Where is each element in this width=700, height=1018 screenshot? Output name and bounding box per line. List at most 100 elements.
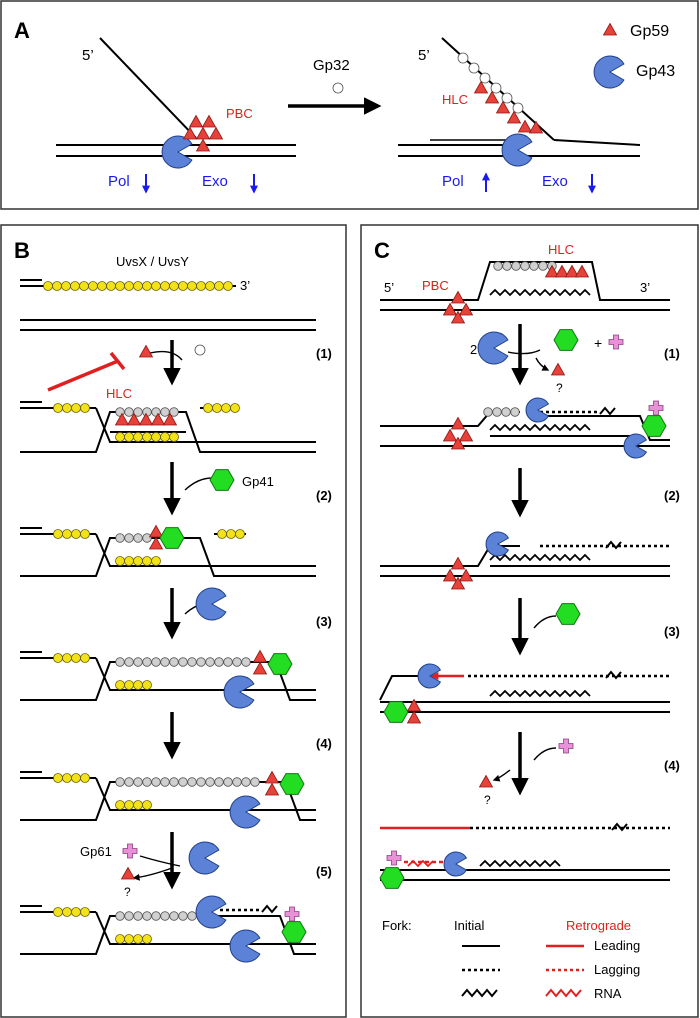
c-state-4: [379, 822, 670, 889]
c-state-3: [379, 663, 670, 724]
b-state-2: [20, 525, 316, 577]
legend-gp59: Gp59: [630, 23, 669, 40]
c-two: 2: [470, 342, 477, 357]
fork-legend: Fork: Initial Retrograde Leading Lagging…: [382, 918, 640, 1001]
gp59-triangle-icon: [443, 417, 473, 450]
gp59-triangle-icon: [443, 557, 473, 590]
b-step-5: (5): [316, 864, 332, 879]
b-state-1: HLC: [20, 386, 316, 453]
gp41-hexagon-icon: [279, 773, 305, 795]
legend-initial: Initial: [454, 918, 484, 933]
legend-leading: Leading: [594, 938, 640, 953]
inhibition-bar-icon: [47, 359, 119, 392]
panel-c: C HLC PBC 5’ 3’ 2 +: [360, 224, 699, 1018]
a-right-complex: 5’ HLC Pol Exo: [398, 37, 641, 194]
gp43-pacman-icon: [485, 531, 509, 557]
c-initial-state: HLC PBC 5’ 3’: [380, 242, 670, 324]
gp61-cross-icon: [608, 334, 624, 350]
gp32-circle-icon: [115, 777, 260, 787]
gp41-hexagon-icon: [209, 469, 235, 491]
gp59-triangle-icon: [474, 81, 543, 134]
gp59-triangle-icon: [443, 291, 473, 324]
gp41-hexagon-icon: [383, 701, 409, 723]
c-step-4: (4): [664, 758, 680, 773]
gp59-triangle-icon: [139, 345, 153, 358]
c-plus: +: [594, 335, 602, 351]
uvsx-filament: [43, 281, 233, 291]
a-exo-left: Exo: [202, 173, 228, 190]
c-hlc-label: HLC: [548, 242, 574, 257]
gp43-pacman-icon: [195, 895, 227, 929]
a-left-complex: 5’ PBC Pol Exo: [56, 37, 296, 194]
gp32-circle-icon: [115, 657, 251, 667]
gp43-pacman-icon: [525, 397, 549, 423]
b-hlc-label: HLC: [106, 386, 132, 401]
panel-c-letter: C: [374, 238, 390, 263]
gp59-triangle-icon: [407, 699, 421, 724]
gp32-circle-icon: [332, 82, 344, 94]
gp59-triangle-icon: [551, 363, 565, 376]
b-gp41-label: Gp41: [242, 474, 274, 489]
b-state-4: [20, 771, 316, 829]
gp41-hexagon-icon: [267, 653, 293, 675]
a-pbc-label: PBC: [226, 106, 253, 121]
gp43-pacman-icon: [229, 795, 261, 829]
c-state-2: [380, 531, 670, 590]
gp61-cross-icon: [558, 738, 574, 754]
c-three-prime: 3’: [640, 280, 650, 295]
b-gp61-label: Gp61: [80, 844, 112, 859]
b-uvs-label: UvsX / UvsY: [116, 254, 189, 269]
a-exo-right: Exo: [542, 173, 568, 190]
gp43-pacman-icon: [229, 929, 261, 963]
gp43-pacman-icon: [443, 851, 467, 877]
panel-b: B UvsX / UvsY 3’ (1): [0, 224, 347, 1018]
gp61-cross-icon: [284, 906, 300, 922]
a-five-prime-right: 5’: [418, 47, 430, 64]
gp41-hexagon-icon: [641, 415, 667, 437]
c-step-2: (2): [664, 488, 680, 503]
b-three-prime: 3’: [240, 278, 250, 293]
c-five-prime: 5’: [384, 280, 394, 295]
a-pol-left: Pol: [108, 173, 130, 190]
gp43-pacman-icon: [188, 841, 220, 875]
gp41-hexagon-icon: [159, 527, 185, 549]
panel-a: A 5’ PBC Pol Exo Gp32 5’: [0, 0, 699, 210]
a-pol-right: Pol: [442, 173, 464, 190]
c-state-1: [380, 397, 670, 459]
c-pbc-label: PBC: [422, 278, 449, 293]
gp61-cross-icon: [648, 400, 664, 416]
legend-fork: Fork:: [382, 918, 412, 933]
gp43-pacman-icon: [477, 331, 509, 365]
a-gp32-label: Gp32: [313, 57, 350, 74]
gp43-pacman-icon: [501, 133, 533, 167]
c-question-2: ?: [484, 793, 491, 807]
gp41-hexagon-icon: [281, 921, 307, 943]
a-five-prime-left: 5’: [82, 47, 94, 64]
legend-lagging: Lagging: [594, 962, 640, 977]
gp43-pacman-icon: [223, 675, 255, 709]
b-step-4: (4): [316, 736, 332, 751]
legend-rna: RNA: [594, 986, 622, 1001]
gp61-cross-icon: [122, 843, 138, 859]
gp32-circle-icon: [194, 344, 206, 356]
b-state-3: [20, 650, 316, 709]
gp43-pacman-icon: [195, 587, 227, 621]
gp59-triangle-icon: [479, 775, 493, 788]
gp43-pacman-icon: [593, 55, 625, 89]
gp41-hexagon-icon: [553, 329, 579, 351]
gp43-pacman-icon: [161, 135, 193, 169]
b-step-3: (3): [316, 614, 332, 629]
b-step-1: (1): [316, 346, 332, 361]
b-question: ?: [124, 885, 131, 899]
gp61-cross-icon: [386, 850, 402, 866]
b-step-2: (2): [316, 488, 332, 503]
gp59-triangle-icon: [603, 23, 617, 36]
panel-a-letter: A: [14, 18, 30, 43]
c-step-3: (3): [664, 624, 680, 639]
gp59-triangle-icon: [121, 867, 135, 880]
gp32-circle-icon: [115, 911, 197, 921]
gp41-hexagon-icon: [555, 603, 581, 625]
b-state-5: [20, 895, 316, 963]
a-hlc-label: HLC: [442, 92, 468, 107]
